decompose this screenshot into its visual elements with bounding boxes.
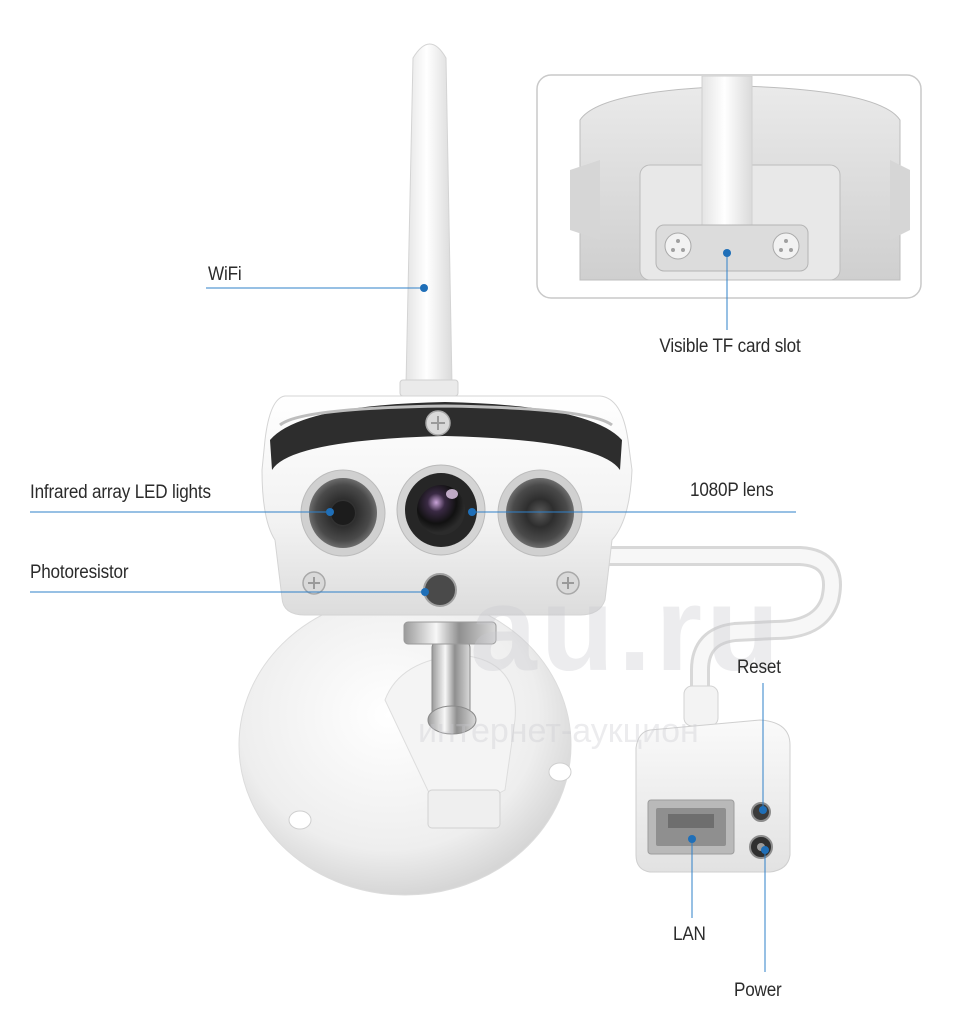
network-cable	[590, 546, 842, 727]
wifi-antenna	[399, 43, 459, 397]
label-tf-card-slot: Visible TF card slot	[659, 336, 801, 357]
callout-dots	[326, 249, 769, 854]
main-lens	[396, 464, 486, 556]
tf-slot-inset	[536, 74, 922, 299]
label-infrared-leds: Infrared array LED lights	[30, 482, 211, 503]
infrared-led-right	[497, 469, 583, 557]
label-wifi: WiFi	[208, 264, 242, 285]
camera-body	[261, 395, 633, 616]
photoresistor-sensor	[423, 573, 457, 607]
label-reset: Reset	[737, 657, 781, 678]
infrared-led-left	[300, 469, 386, 557]
callout-lines	[30, 253, 796, 972]
label-1080p-lens: 1080P lens	[690, 480, 774, 501]
watermark-logo: au.ru	[470, 562, 784, 696]
label-power: Power	[734, 980, 782, 1001]
label-photoresistor: Photoresistor	[30, 562, 129, 583]
wall-mount	[238, 594, 572, 896]
label-lan: LAN	[673, 924, 706, 945]
watermark-tagline: интернет-аукцион	[418, 712, 699, 750]
